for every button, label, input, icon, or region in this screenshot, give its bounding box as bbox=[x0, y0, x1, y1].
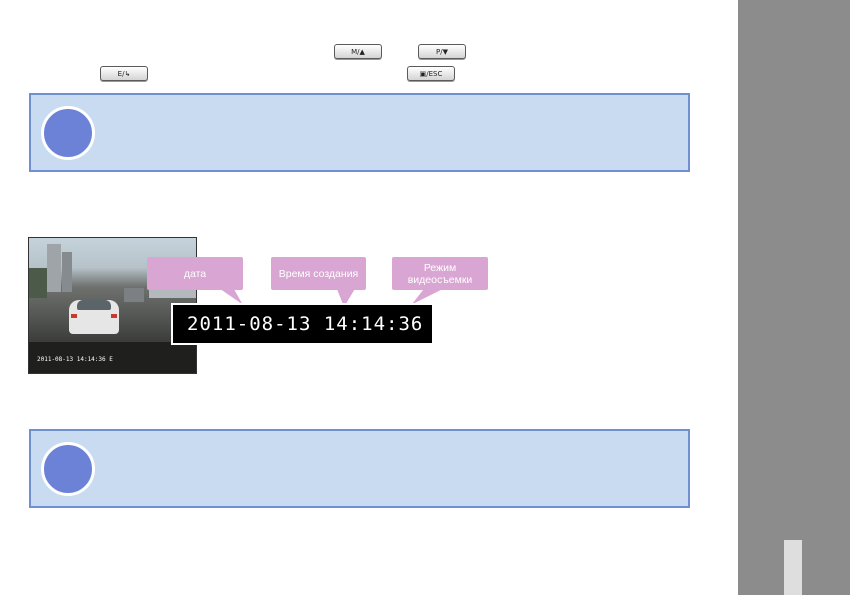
menu-esc-key: ▣/ESC bbox=[407, 66, 455, 81]
mode-key: M/▲ bbox=[334, 44, 382, 59]
photo-timestamp: 2011-08-13 14:14:36 E bbox=[37, 356, 113, 363]
note-box-2 bbox=[29, 429, 690, 508]
page-number-tab bbox=[784, 540, 802, 595]
power-key-label: P/▼ bbox=[436, 47, 448, 56]
mode-key-label: M/▲ bbox=[351, 47, 365, 56]
note-icon bbox=[41, 442, 95, 496]
menu-esc-key-label: ▣/ESC bbox=[419, 69, 443, 78]
callout-mode: Режим видеосъемки bbox=[392, 257, 488, 290]
event-key-label: E/↳ bbox=[117, 69, 131, 78]
event-key: E/↳ bbox=[100, 66, 148, 81]
timestamp-zoom: 2011-08-13 14:14:36 E bbox=[171, 303, 447, 345]
note-box-1 bbox=[29, 93, 690, 172]
timestamp-zoom-text: 2011-08-13 14:14:36 E bbox=[187, 313, 449, 335]
power-key: P/▼ bbox=[418, 44, 466, 59]
callout-time: Время создания bbox=[271, 257, 366, 290]
callout-date: дата bbox=[147, 257, 243, 290]
page-sidebar bbox=[738, 0, 850, 595]
note-icon bbox=[41, 106, 95, 160]
